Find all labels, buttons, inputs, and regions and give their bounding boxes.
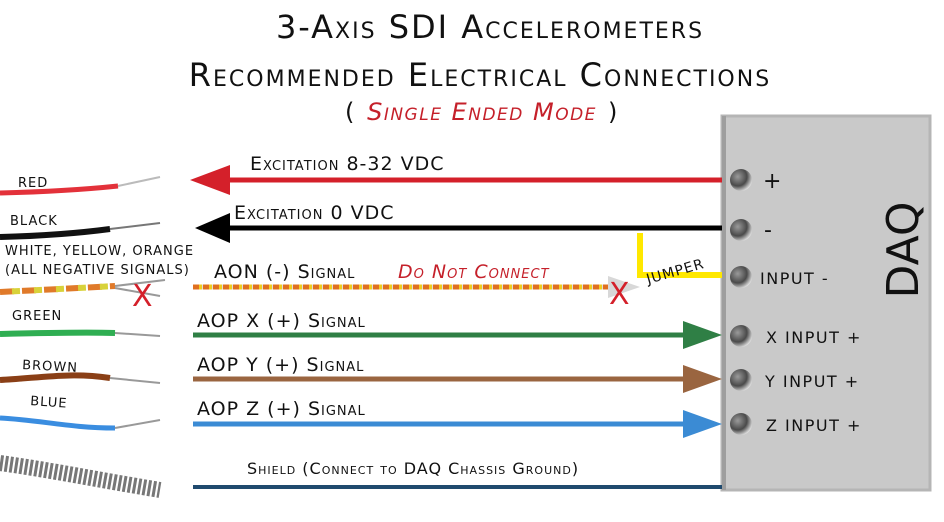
wire-label-red: RED (18, 176, 48, 191)
wire-label-negatives: (ALL NEGATIVE SIGNALS) (5, 263, 190, 278)
wire-shield (0, 455, 162, 498)
port-label-z-input: Z INPUT + (766, 416, 862, 435)
label-aon: AON (-) Signal (214, 261, 355, 283)
wire-label-green: GREEN (12, 309, 62, 324)
wire-brown (0, 372, 161, 384)
x-mark-wire: X (132, 279, 153, 314)
port-label-x-input: X INPUT + (766, 328, 862, 347)
title-paren-open: ( (345, 98, 354, 126)
wire-label-black: BLACK (10, 214, 58, 229)
wire-label-blue: BLUE (30, 394, 68, 412)
port-label-minus: - (764, 218, 772, 243)
label-aop-z: AOP Z (+) Signal (197, 398, 366, 420)
wire-label-white-yellow-orange: WHITE, YELLOW, ORANGE (5, 244, 194, 259)
label-aop-x: AOP X (+) Signal (197, 310, 366, 332)
port-terminal (730, 219, 752, 241)
port-terminal (730, 369, 752, 391)
title-line-1: 3-Axis SDI Accelerometers (276, 8, 704, 46)
wire-black (0, 222, 161, 240)
line-aon-hatched (193, 276, 640, 298)
port-label-plus: + (763, 169, 781, 194)
arrow-aop-y (193, 365, 722, 393)
jumper-wire (637, 233, 722, 278)
label-excitation-positive: Excitation 8-32 VDC (250, 153, 445, 175)
port-terminal (730, 266, 752, 288)
label-shield: Shield (Connect to DAQ Chassis Ground) (247, 459, 579, 478)
x-mark-daq: X (609, 277, 630, 312)
wire-green (0, 329, 161, 337)
wire-red (0, 176, 161, 196)
label-jumper: JUMPER (644, 256, 707, 288)
arrow-excitation-zero (195, 213, 722, 243)
daq-title: DAQ (878, 201, 929, 298)
arrow-aop-z (193, 410, 722, 438)
daq-box: DAQ (720, 114, 932, 492)
wire-label-brown: BROWN (22, 358, 78, 376)
title-mode: Single Ended Mode (367, 98, 597, 126)
port-label-input-minus: INPUT - (760, 269, 829, 288)
label-excitation-zero: Excitation 0 VDC (234, 202, 395, 224)
port-terminal (730, 169, 752, 191)
port-label-y-input: Y INPUT + (764, 372, 860, 391)
title-line-2: Recommended Electrical Connections (189, 56, 771, 94)
port-terminal (730, 325, 752, 347)
label-aop-y: AOP Y (+) Signal (197, 354, 364, 376)
label-do-not-connect: Do Not Connect (398, 261, 550, 283)
port-terminal (730, 413, 752, 435)
arrow-excitation-positive (190, 165, 722, 195)
wire-white-yellow-orange (0, 279, 166, 297)
wire-blue (0, 415, 161, 431)
title-paren-close: ) (608, 98, 617, 126)
arrow-aop-x (193, 321, 722, 349)
